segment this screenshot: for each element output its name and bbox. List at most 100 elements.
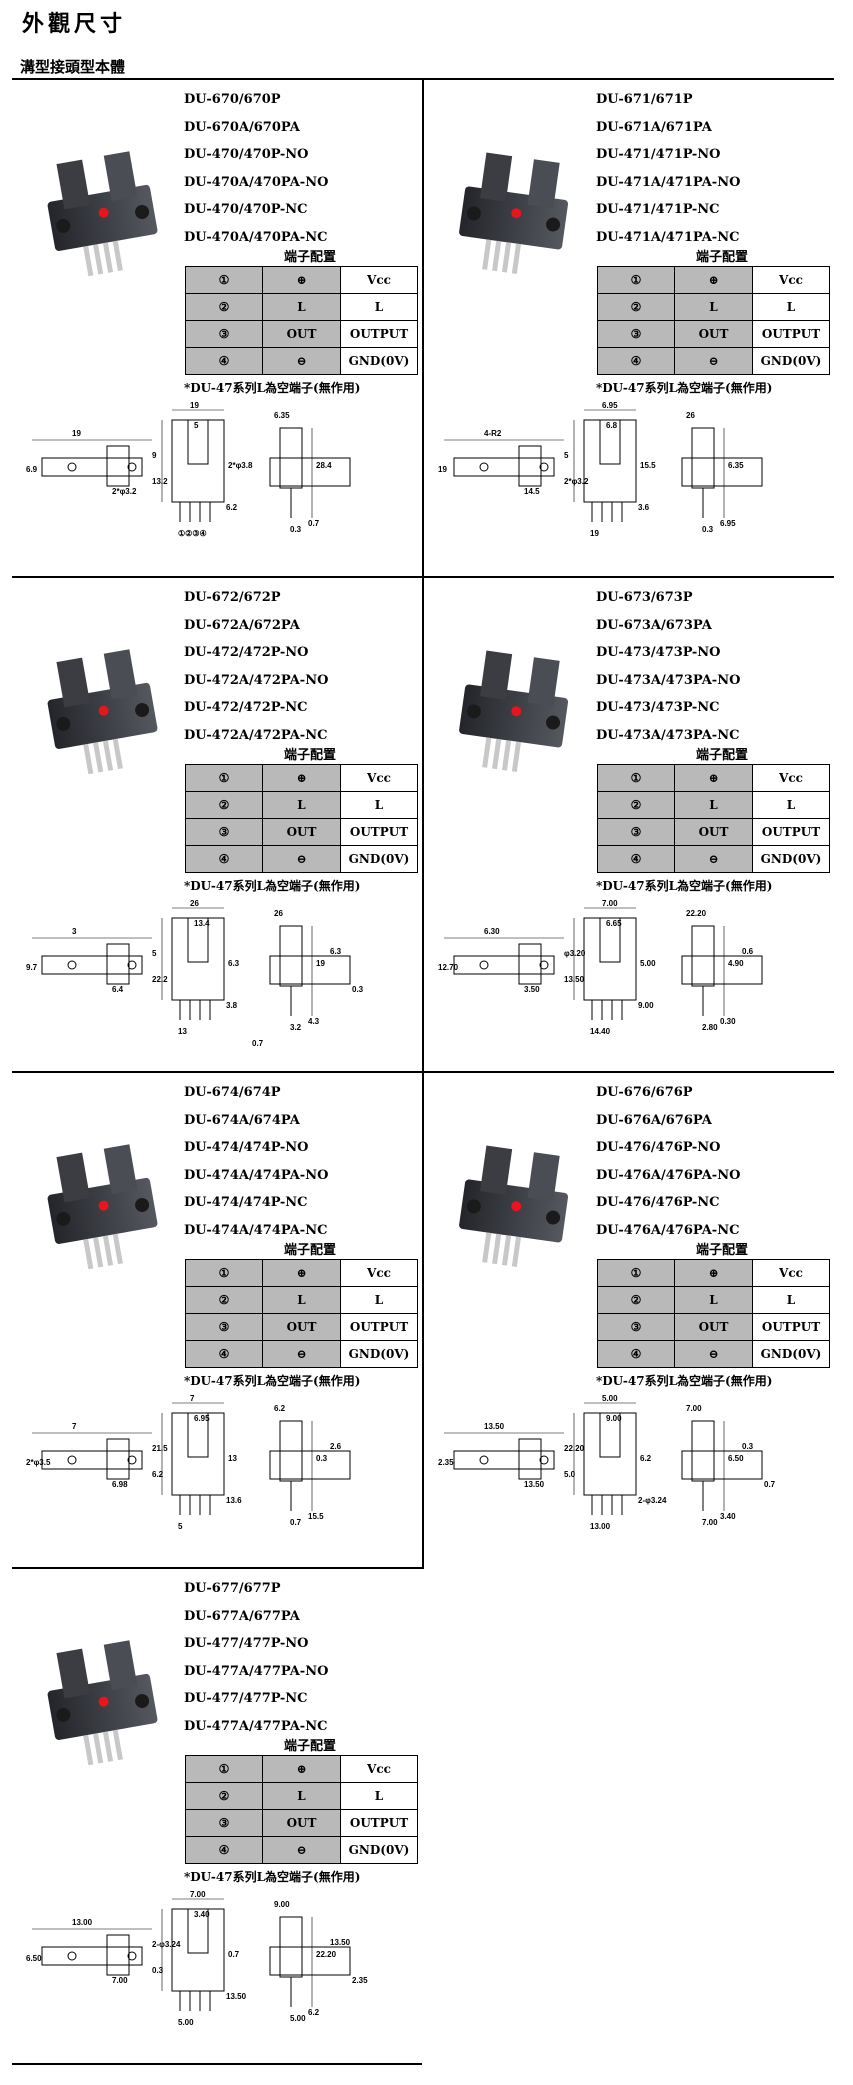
pin-function: GND(0V) — [340, 845, 418, 873]
dimension-label: 2.80 — [702, 1023, 718, 1032]
model-name: DU-477A/477PA-NC — [184, 1718, 328, 1734]
dimension-label: 13 — [178, 1027, 187, 1036]
sensor-photo — [459, 1145, 569, 1267]
front-view — [161, 907, 225, 1020]
pin-row: ④ ⊖ GND(0V) — [185, 1340, 418, 1368]
pin-function: OUTPUT — [340, 1809, 418, 1837]
model-name: DU-470/470P-NC — [184, 202, 308, 217]
pin-row: ① ⊕ Vcc — [597, 764, 830, 792]
pin-symbol: L — [674, 1286, 753, 1314]
pin-number: ② — [185, 791, 263, 819]
model-name: DU-471/471P-NO — [596, 147, 721, 162]
dimension-label: 13.50 — [226, 1992, 247, 2001]
pin-function: Vcc — [752, 266, 830, 294]
pin-number: ③ — [597, 320, 675, 348]
dimension-label: 0.6 — [742, 947, 754, 956]
dimension-label: 13.00 — [72, 1918, 93, 1927]
pin-row: ③ OUT OUTPUT — [597, 320, 830, 348]
pin-function: OUTPUT — [752, 320, 830, 348]
pin-number: ④ — [185, 347, 263, 375]
model-name: DU-674A/674PA — [184, 1112, 300, 1128]
pin-number: ① — [185, 266, 263, 294]
pin-symbol: OUT — [262, 320, 341, 348]
pin-row: ④ ⊖ GND(0V) — [597, 845, 830, 873]
dimension-drawing: 13.006.507.007.003.402-φ3.240.30.713.505… — [26, 1890, 368, 2027]
pin-symbol: OUT — [674, 320, 753, 348]
dimension-label: φ3.20 — [564, 949, 586, 958]
dimension-label: 4.90 — [728, 959, 744, 968]
dimension-label: 13.4 — [194, 919, 210, 928]
pin-number: ③ — [185, 818, 263, 846]
pin-function: L — [752, 1286, 830, 1314]
dimension-label: 4-R2 — [484, 429, 502, 438]
dimension-label: 13 — [228, 1454, 237, 1463]
sensor-photo-frame — [22, 1624, 182, 1784]
pin-table-title: 端子配置 — [284, 250, 337, 265]
dimension-label: 6.35 — [728, 461, 744, 470]
dimension-label: 13.50 — [484, 1422, 505, 1431]
dimension-label: 3.40 — [720, 1512, 736, 1521]
dimension-label: 9.7 — [26, 963, 38, 972]
dimension-label: 0.3 — [290, 525, 302, 534]
pin-symbol: ⊕ — [262, 1259, 341, 1287]
dimension-label: 5 — [194, 421, 199, 430]
pin-symbol: ⊖ — [262, 1340, 341, 1368]
pin-function: L — [340, 1782, 418, 1810]
dimension-label: 5.00 — [602, 1394, 618, 1403]
dimension-label: 5 — [152, 949, 157, 958]
pin-number: ② — [597, 293, 675, 321]
dimension-label: 7.00 — [686, 1404, 702, 1413]
pin-symbol: L — [262, 293, 341, 321]
dimension-label: 0.7 — [252, 1039, 264, 1048]
pin-number: ④ — [597, 1340, 675, 1368]
dimension-label: 0.3 — [316, 1454, 328, 1463]
pin-row: ② L L — [597, 791, 830, 819]
section-subtitle: 溝型接頭型本體 — [20, 58, 126, 76]
model-name: DU-473/473P-NO — [596, 645, 721, 660]
pin-number: ④ — [597, 845, 675, 873]
pin-symbol: ⊕ — [674, 1259, 753, 1287]
pin-table: ① ⊕ Vcc ② L L ③ OUT OUTPUT ④ ⊖ GND(0V) — [597, 1259, 830, 1368]
end-view — [269, 1420, 351, 1511]
end-view — [269, 1916, 351, 2007]
dimension-label: 22.20 — [564, 1444, 585, 1453]
pin-number: ② — [185, 1782, 263, 1810]
dimension-label: 26 — [274, 909, 283, 918]
dimension-label: 13.50 — [564, 975, 585, 984]
pin-number: ④ — [597, 347, 675, 375]
dimension-label: 9 — [152, 451, 157, 460]
dimension-label: 3.6 — [638, 503, 650, 512]
model-name: DU-477A/477PA-NO — [184, 1663, 329, 1679]
pin-table-title: 端子配置 — [284, 1243, 337, 1258]
row-divider — [12, 1567, 422, 1569]
end-view — [681, 1420, 763, 1511]
front-view — [573, 409, 637, 522]
pin-table: ① ⊕ Vcc ② L L ③ OUT OUTPUT ④ ⊖ GND(0V) — [185, 1259, 418, 1368]
dimension-label: 6.50 — [728, 1454, 744, 1463]
pin-function: L — [340, 791, 418, 819]
pin-function: GND(0V) — [752, 845, 830, 873]
dimension-label: 0.30 — [720, 1017, 736, 1026]
pin-symbol: L — [674, 791, 753, 819]
pin-row: ② L L — [185, 1782, 418, 1810]
dimension-label: 14.40 — [590, 1027, 611, 1036]
dimension-label: 6.2 — [640, 1454, 652, 1463]
model-name: DU-472/472P-NC — [184, 700, 308, 715]
dimension-label: 0.3 — [352, 985, 364, 994]
dimension-label: 5.00 — [640, 959, 656, 968]
pin-table: ① ⊕ Vcc ② L L ③ OUT OUTPUT ④ ⊖ GND(0V) — [597, 764, 830, 873]
pin-symbol: ⊖ — [262, 347, 341, 375]
side-view — [444, 1432, 564, 1480]
pin-function: Vcc — [340, 1755, 418, 1783]
pin-symbol: L — [262, 1286, 341, 1314]
sensor-photo-frame — [22, 633, 182, 793]
pin-row: ③ OUT OUTPUT — [597, 818, 830, 846]
pin-row: ③ OUT OUTPUT — [185, 1313, 418, 1341]
pin-symbol: OUT — [262, 1313, 341, 1341]
dimension-label: 2*φ3.2 — [112, 487, 137, 496]
dimension-label: 19 — [190, 401, 199, 410]
pin-row: ② L L — [185, 1286, 418, 1314]
model-name: DU-471/471P-NC — [596, 202, 720, 217]
